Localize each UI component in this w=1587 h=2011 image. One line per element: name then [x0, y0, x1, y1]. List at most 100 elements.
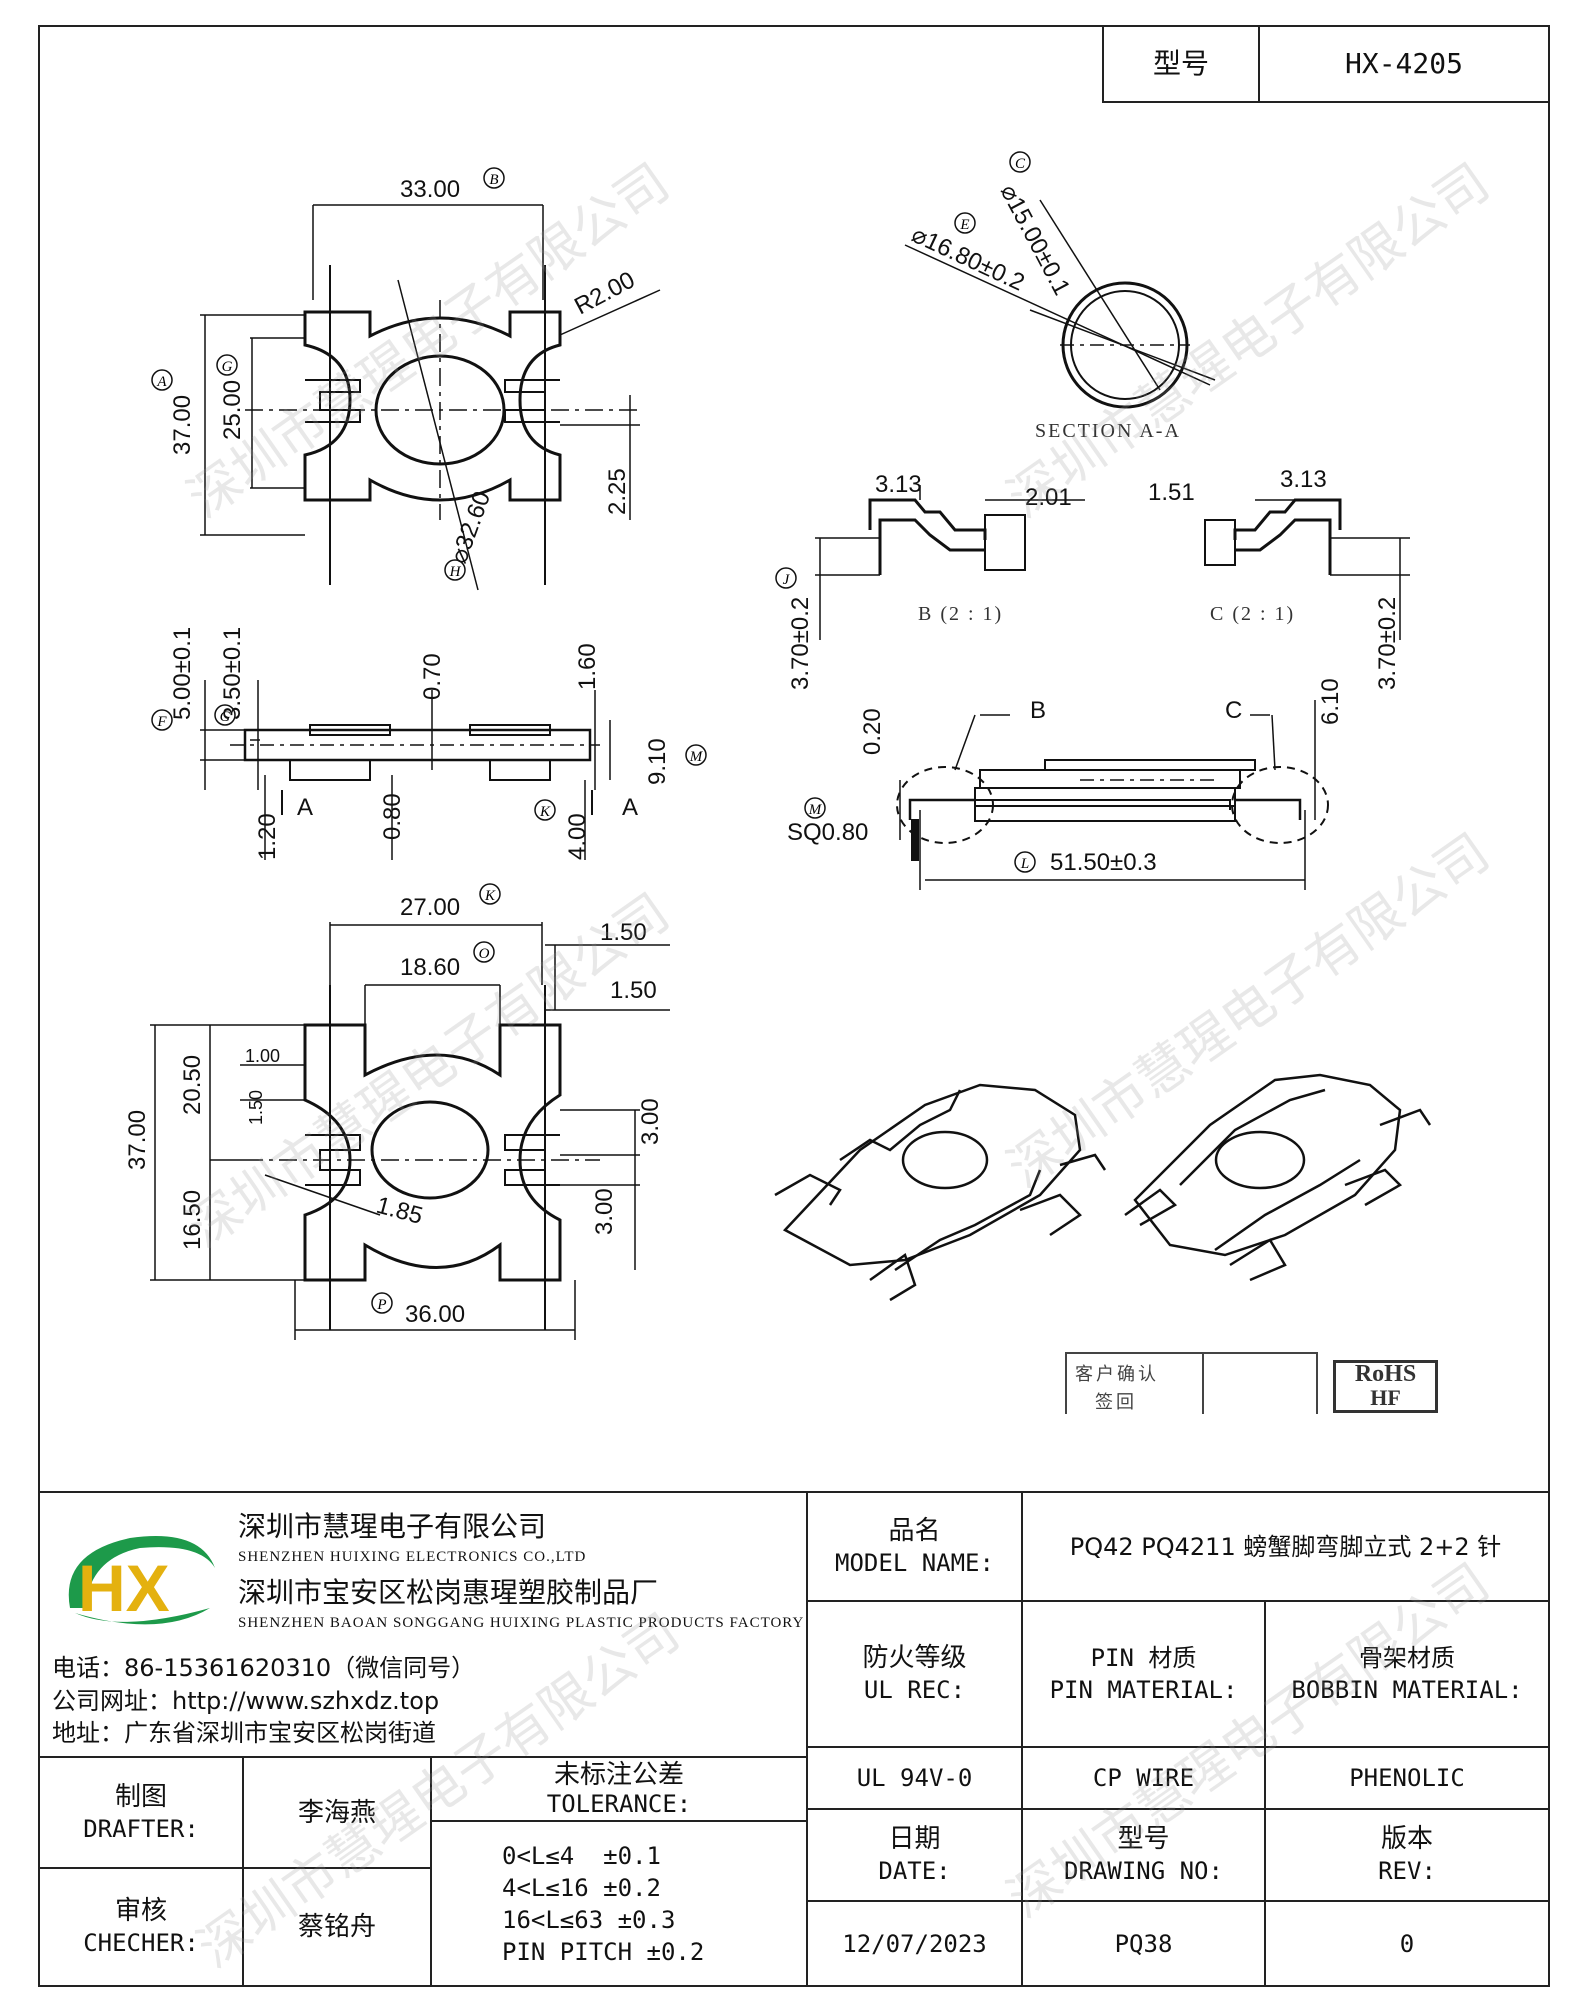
tolerance-label-cn: 未标注公差 [553, 1760, 684, 1790]
dim-3-00-a: 3.00 [637, 1098, 664, 1145]
dim-0-20: 0.20 [859, 708, 886, 755]
checker-name-cell: 蔡铭舟 [242, 1867, 432, 1987]
date-label-en: DATE: [878, 1857, 951, 1885]
front-view [200, 680, 611, 860]
dim-16-50: 16.50 [179, 1190, 206, 1250]
header-model-value-cell: HX-4205 [1258, 25, 1550, 103]
balloon-letter: K [539, 804, 551, 820]
company-name-cn: 深圳市慧瑆电子有限公司 [238, 1510, 547, 1543]
model-name-label-cn: 品名 [888, 1515, 941, 1546]
ul-label-cn: 防火等级 [862, 1643, 967, 1673]
checker-label-cn: 审核 [114, 1896, 167, 1926]
drafter-label-cell: 制图 DRAFTER: [38, 1756, 244, 1869]
bobbin-material-value-cell: PHENOLIC [1264, 1746, 1550, 1810]
balloon-letter: H [449, 564, 462, 580]
dim-3-70-right: 3.70±0.2 [1374, 597, 1401, 690]
dim-3-50: 3.50±0.1 [219, 627, 246, 720]
tolerance-line-4: PIN PITCH ±0.2 [502, 1937, 705, 1966]
cut-a-left: A [297, 794, 313, 821]
dim-3-13-b: 3.13 [1280, 466, 1327, 493]
ul-value-cell: UL 94V-0 [806, 1746, 1023, 1810]
rev-label-cn: 版本 [1380, 1824, 1433, 1854]
dim-3-70-left: 3.70±0.2 [787, 597, 814, 690]
callout-b: B [1030, 697, 1046, 724]
dim-1-51: 1.51 [1148, 479, 1195, 506]
side-view [896, 700, 1329, 890]
dim-1-50-a: 1.50 [600, 919, 647, 946]
dim-36: 36.00 [405, 1301, 465, 1328]
drawing-no-value-cell: PQ38 [1021, 1900, 1266, 1987]
tolerance-line-2: 4<L≤16 ±0.2 [502, 1873, 661, 1902]
dim-2-01: 2.01 [1025, 484, 1072, 511]
balloon-letter: L [1020, 856, 1029, 872]
top-view [200, 204, 661, 591]
balloon-letter: B [489, 172, 498, 188]
balloon-letter: P [376, 1297, 386, 1313]
dim-4-00: 4.00 [564, 813, 591, 860]
isometric-view-right [1124, 1073, 1432, 1282]
dim-sq0-80: SQ0.80 [787, 819, 868, 846]
balloon-letter: E [959, 217, 969, 233]
factory-name-en: SHENZHEN BAOAN SONGGANG HUIXING PLASTIC … [238, 1615, 805, 1631]
tolerance-label-en: TOLERANCE: [546, 1790, 692, 1818]
dim-25: 25.00 [219, 380, 246, 440]
drawing-no-label-cell: 型号 DRAWING NO: [1021, 1808, 1266, 1902]
checker-label-en: CHECHER: [83, 1929, 199, 1957]
pin-material-label-en: PIN MATERIAL: [1049, 1676, 1238, 1704]
company-name-en: SHENZHEN HUIXING ELECTRONICS CO.,LTD [238, 1549, 587, 1565]
dim-37: 37.00 [169, 395, 196, 455]
checker-label-cell: 审核 CHECHER: [38, 1867, 244, 1987]
dim-6-10: 6.10 [1317, 678, 1344, 725]
approval-label-line2: 签回 [1095, 1392, 1137, 1413]
balloon-letter: G [220, 709, 231, 725]
model-name-value-cell: PQ42 PQ4211 螃蟹脚弯脚立式 2+2 针 [1021, 1491, 1550, 1602]
drawing-no-value: PQ38 [1114, 1929, 1173, 1958]
dim-0-80: 0.80 [379, 793, 406, 840]
tolerance-values-cell: 0<L≤4 ±0.1 4<L≤16 ±0.2 16<L≤63 ±0.3 PIN … [430, 1820, 808, 1987]
section-a-a-view [904, 199, 1216, 409]
balloon-letter: C [1015, 156, 1026, 172]
dim-20-50: 20.50 [179, 1055, 206, 1115]
model-name-label-en: MODEL NAME: [835, 1548, 994, 1577]
dim-3-00-b: 3.00 [591, 1188, 618, 1235]
logo-letters: HX [78, 1551, 170, 1625]
balloon-letter: M [689, 749, 704, 765]
cut-a-right: A [622, 794, 638, 821]
model-name-value: PQ42 PQ4211 螃蟹脚弯脚立式 2+2 针 [1069, 1532, 1502, 1561]
drafter-label-en: DRAFTER: [83, 1814, 199, 1843]
rohs-hf-stamp: RoHS HF [1333, 1360, 1438, 1413]
dim-27: 27.00 [400, 894, 460, 921]
detail-b-view [815, 485, 1085, 640]
rohs-text: RoHS [1354, 1361, 1417, 1387]
title-block-top-border [38, 1491, 1550, 1493]
bobbin-material-value: PHENOLIC [1349, 1764, 1465, 1792]
pin-material-value-cell: CP WIRE [1021, 1746, 1266, 1810]
date-value-cell: 12/07/2023 [806, 1900, 1023, 1987]
pin-material-label-cell: PIN 材质 PIN MATERIAL: [1021, 1600, 1266, 1748]
company-phone: 电话：86-15361620310（微信同号） [52, 1654, 476, 1682]
company-info: HX 深圳市慧瑆电子有限公司 SHENZHEN HUIXING ELECTRON… [40, 1493, 808, 1758]
dim-51-50: 51.50±0.3 [1050, 849, 1157, 876]
balloon-letter: O [479, 946, 490, 962]
ul-label-en: UL REC: [863, 1676, 966, 1704]
dim-9-10: 9.10 [644, 738, 671, 785]
detail-c-label: C (2 : 1) [1210, 603, 1295, 625]
rev-value: 0 [1399, 1929, 1415, 1958]
model-name-label-cell: 品名 MODEL NAME: [806, 1491, 1023, 1602]
drawing-no-label-cn: 型号 [1117, 1824, 1170, 1854]
dim-1-50-small: 1.50 [246, 1090, 266, 1125]
bobbin-material-label-en: BOBBIN MATERIAL: [1291, 1676, 1523, 1704]
isometric-view-left [774, 1083, 1107, 1302]
checker-name: 蔡铭舟 [297, 1912, 376, 1942]
company-address: 地址：广东省深圳市宝安区松岗街道 [52, 1719, 436, 1747]
header-model-label: 型号 [1152, 47, 1209, 80]
factory-name-cn: 深圳市宝安区松岗惠瑆塑胶制品厂 [238, 1576, 659, 1609]
dim-1-00: 1.00 [245, 1046, 280, 1066]
balloon-letter: J [783, 572, 791, 588]
date-label-cell: 日期 DATE: [806, 1808, 1023, 1902]
customer-approval-box: 客户确认 签回 [1065, 1352, 1318, 1414]
bobbin-material-label-cn: 骨架材质 [1359, 1644, 1455, 1672]
approval-label-line1: 客户确认 [1075, 1364, 1159, 1385]
hf-text: HF [1370, 1385, 1401, 1410]
rev-label-en: REV: [1378, 1857, 1436, 1885]
